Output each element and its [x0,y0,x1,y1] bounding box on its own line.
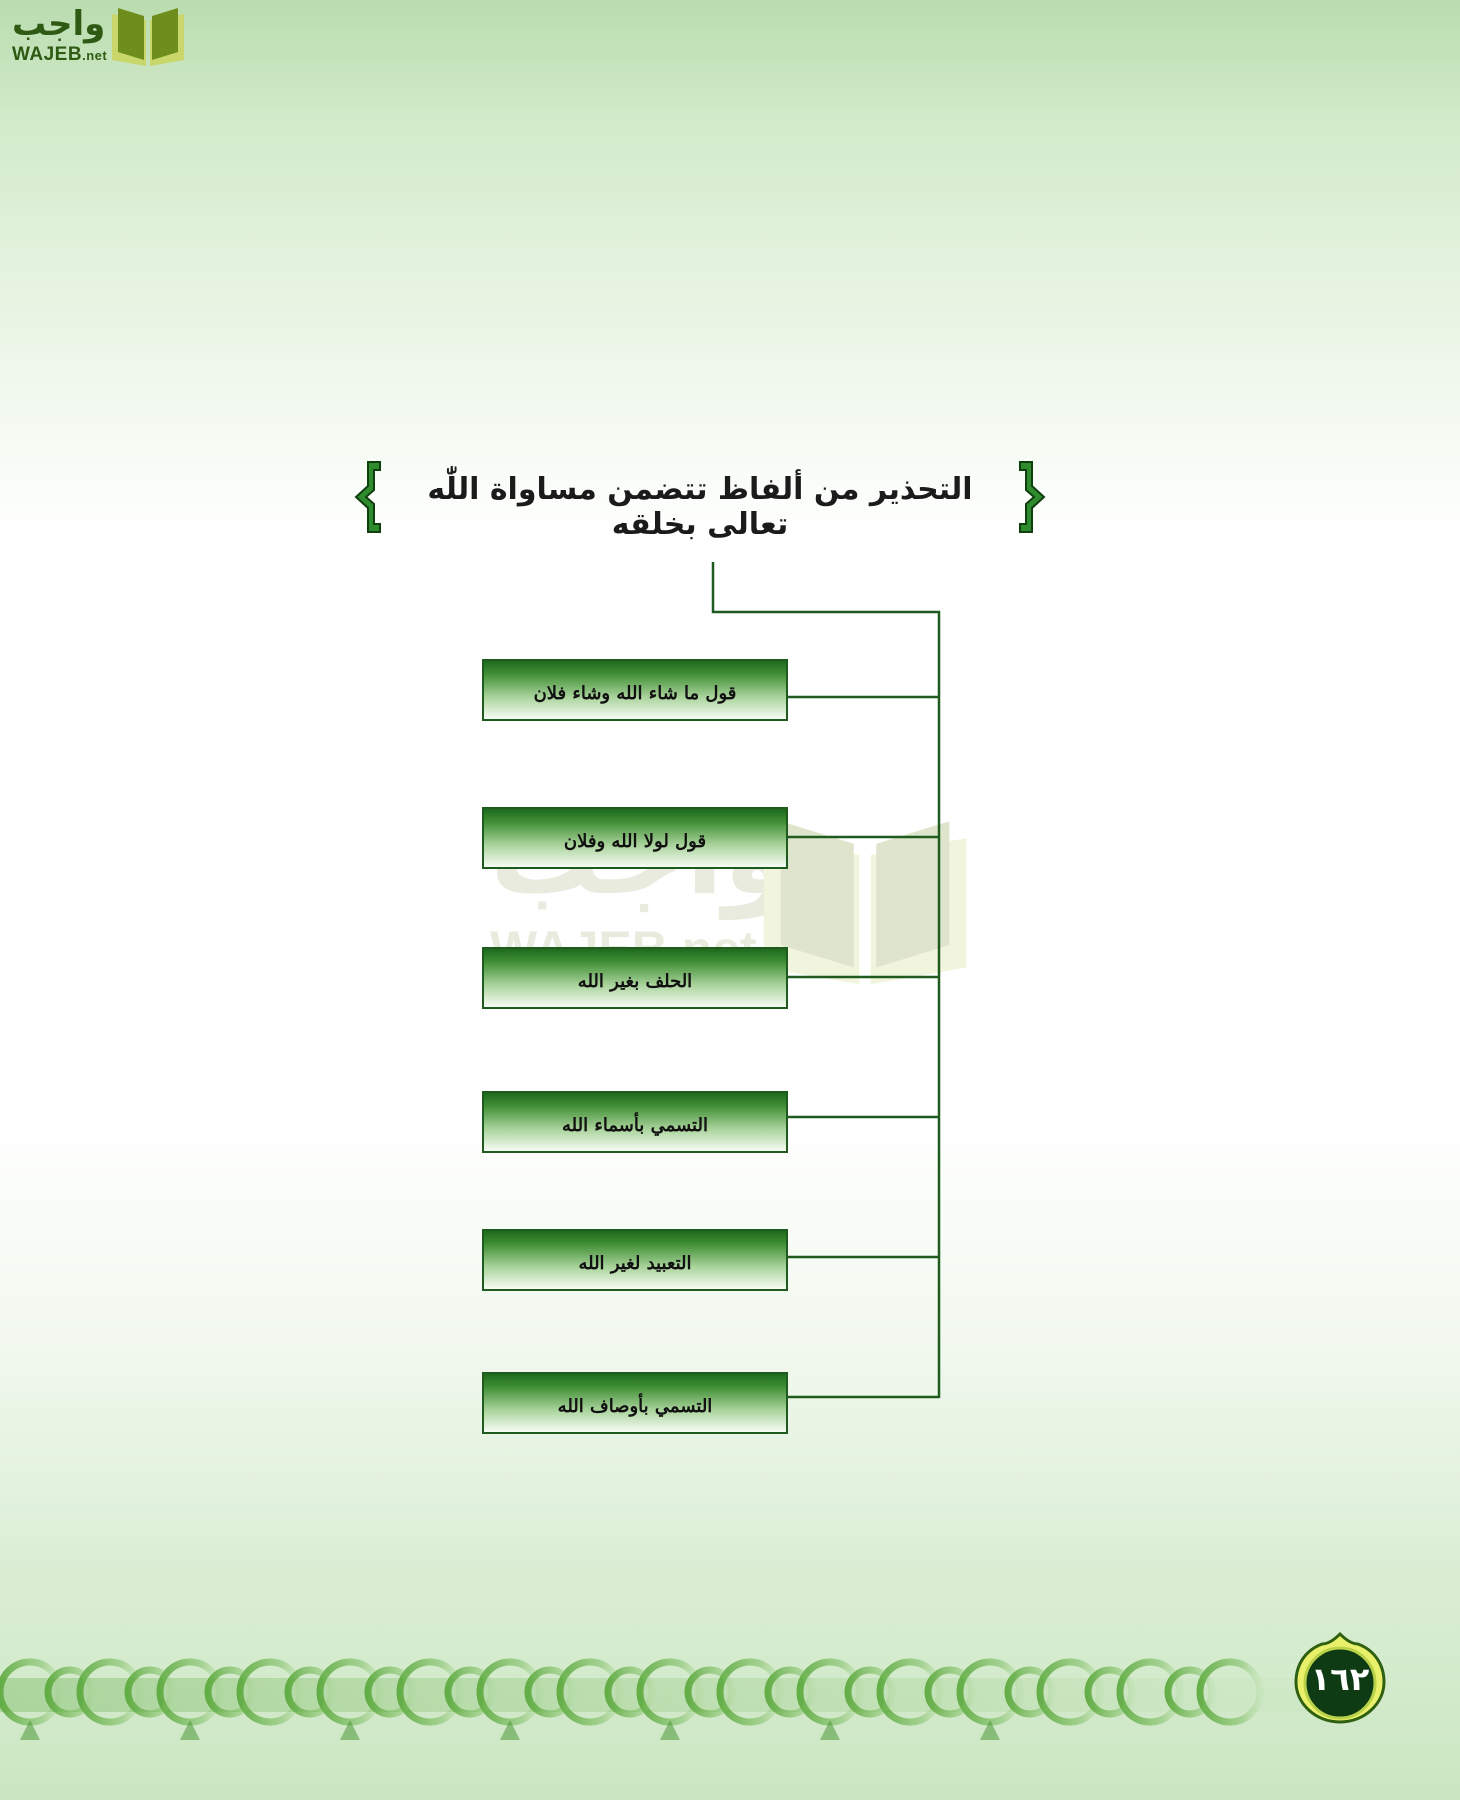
ornamental-border [0,1658,1320,1740]
item-label-3: الحلف بغير الله [577,970,693,992]
diagram-title: التحذير من ألفاظ تتضمن مساواة اللّٰه تعا… [350,458,1050,542]
book-icon [112,8,184,66]
item-label-1: قول ما شاء الله وشاء فلان [533,682,737,704]
wajeb-logo[interactable]: واجب WAJEB.net [10,4,192,70]
page-number: ١٦٢ [1310,1660,1370,1698]
item-label-2: قول لولا الله وفلان [563,830,707,852]
item-box-1: قول ما شاء الله وشاء فلان [482,659,788,721]
item-label-4: التسمي بأسماء الله [562,1114,708,1136]
item-box-5: التعبيد لغير الله [482,1229,788,1291]
left-brace-ornament [354,461,381,533]
page-number-badge: ١٦٢ [1294,1631,1386,1724]
item-label-5: التعبيد لغير الله [578,1252,692,1274]
item-box-2: قول لولا الله وفلان [482,807,788,869]
page-number-frame [1294,1631,1386,1724]
title-connector [711,562,941,1398]
item-label-6: التسمي بأوصاف الله [557,1395,713,1417]
logo-arabic-text: واجب [12,4,106,44]
item-box-6: التسمي بأوصاف الله [482,1372,788,1434]
title-text: التحذير من ألفاظ تتضمن مساواة اللّٰه تعا… [427,472,973,542]
item-box-4: التسمي بأسماء الله [482,1091,788,1153]
logo-latin-text: WAJEB.net [12,44,108,65]
right-brace-ornament [1019,461,1046,533]
item-box-3: الحلف بغير الله [482,947,788,1009]
